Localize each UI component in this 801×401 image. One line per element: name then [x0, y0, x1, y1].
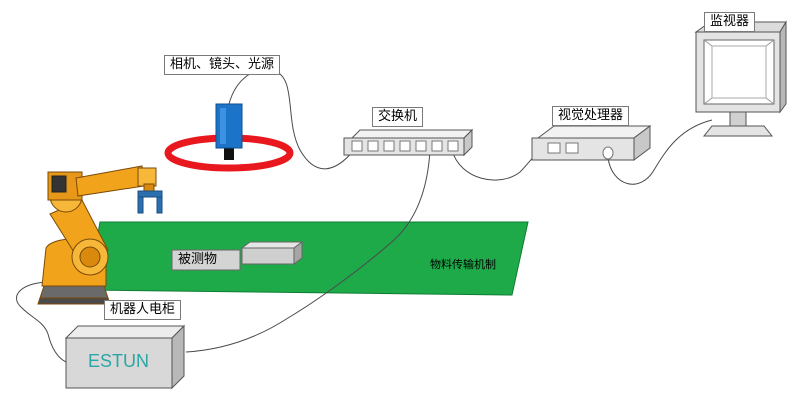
robot-arm-icon: [37, 165, 157, 305]
switch-cabinet-cable: [185, 149, 431, 353]
gripper-icon: [137, 190, 163, 214]
camera-label: 相机、镜头、光源: [164, 55, 281, 75]
camera-icon: [215, 103, 243, 160]
cabinet-icon: [64, 324, 186, 390]
switch-icon: [343, 128, 474, 157]
monitor-label: 监视器: [704, 12, 756, 32]
ring-light-front: [164, 152, 294, 172]
switch-label: 交换机: [372, 107, 424, 127]
object-label: 被测物: [174, 251, 222, 269]
monitor-icon: [694, 20, 787, 137]
processor-label: 视觉处理器: [552, 106, 630, 126]
brand-label: ESTUN: [88, 351, 150, 371]
robot-cabinet-cable: [16, 281, 67, 363]
processor-monitor-cable: [607, 119, 713, 185]
cabinet-label: 机器人电柜: [104, 300, 182, 320]
vision-processor-icon: [531, 125, 652, 161]
conveyor-label: 物料传输机制: [430, 258, 496, 271]
